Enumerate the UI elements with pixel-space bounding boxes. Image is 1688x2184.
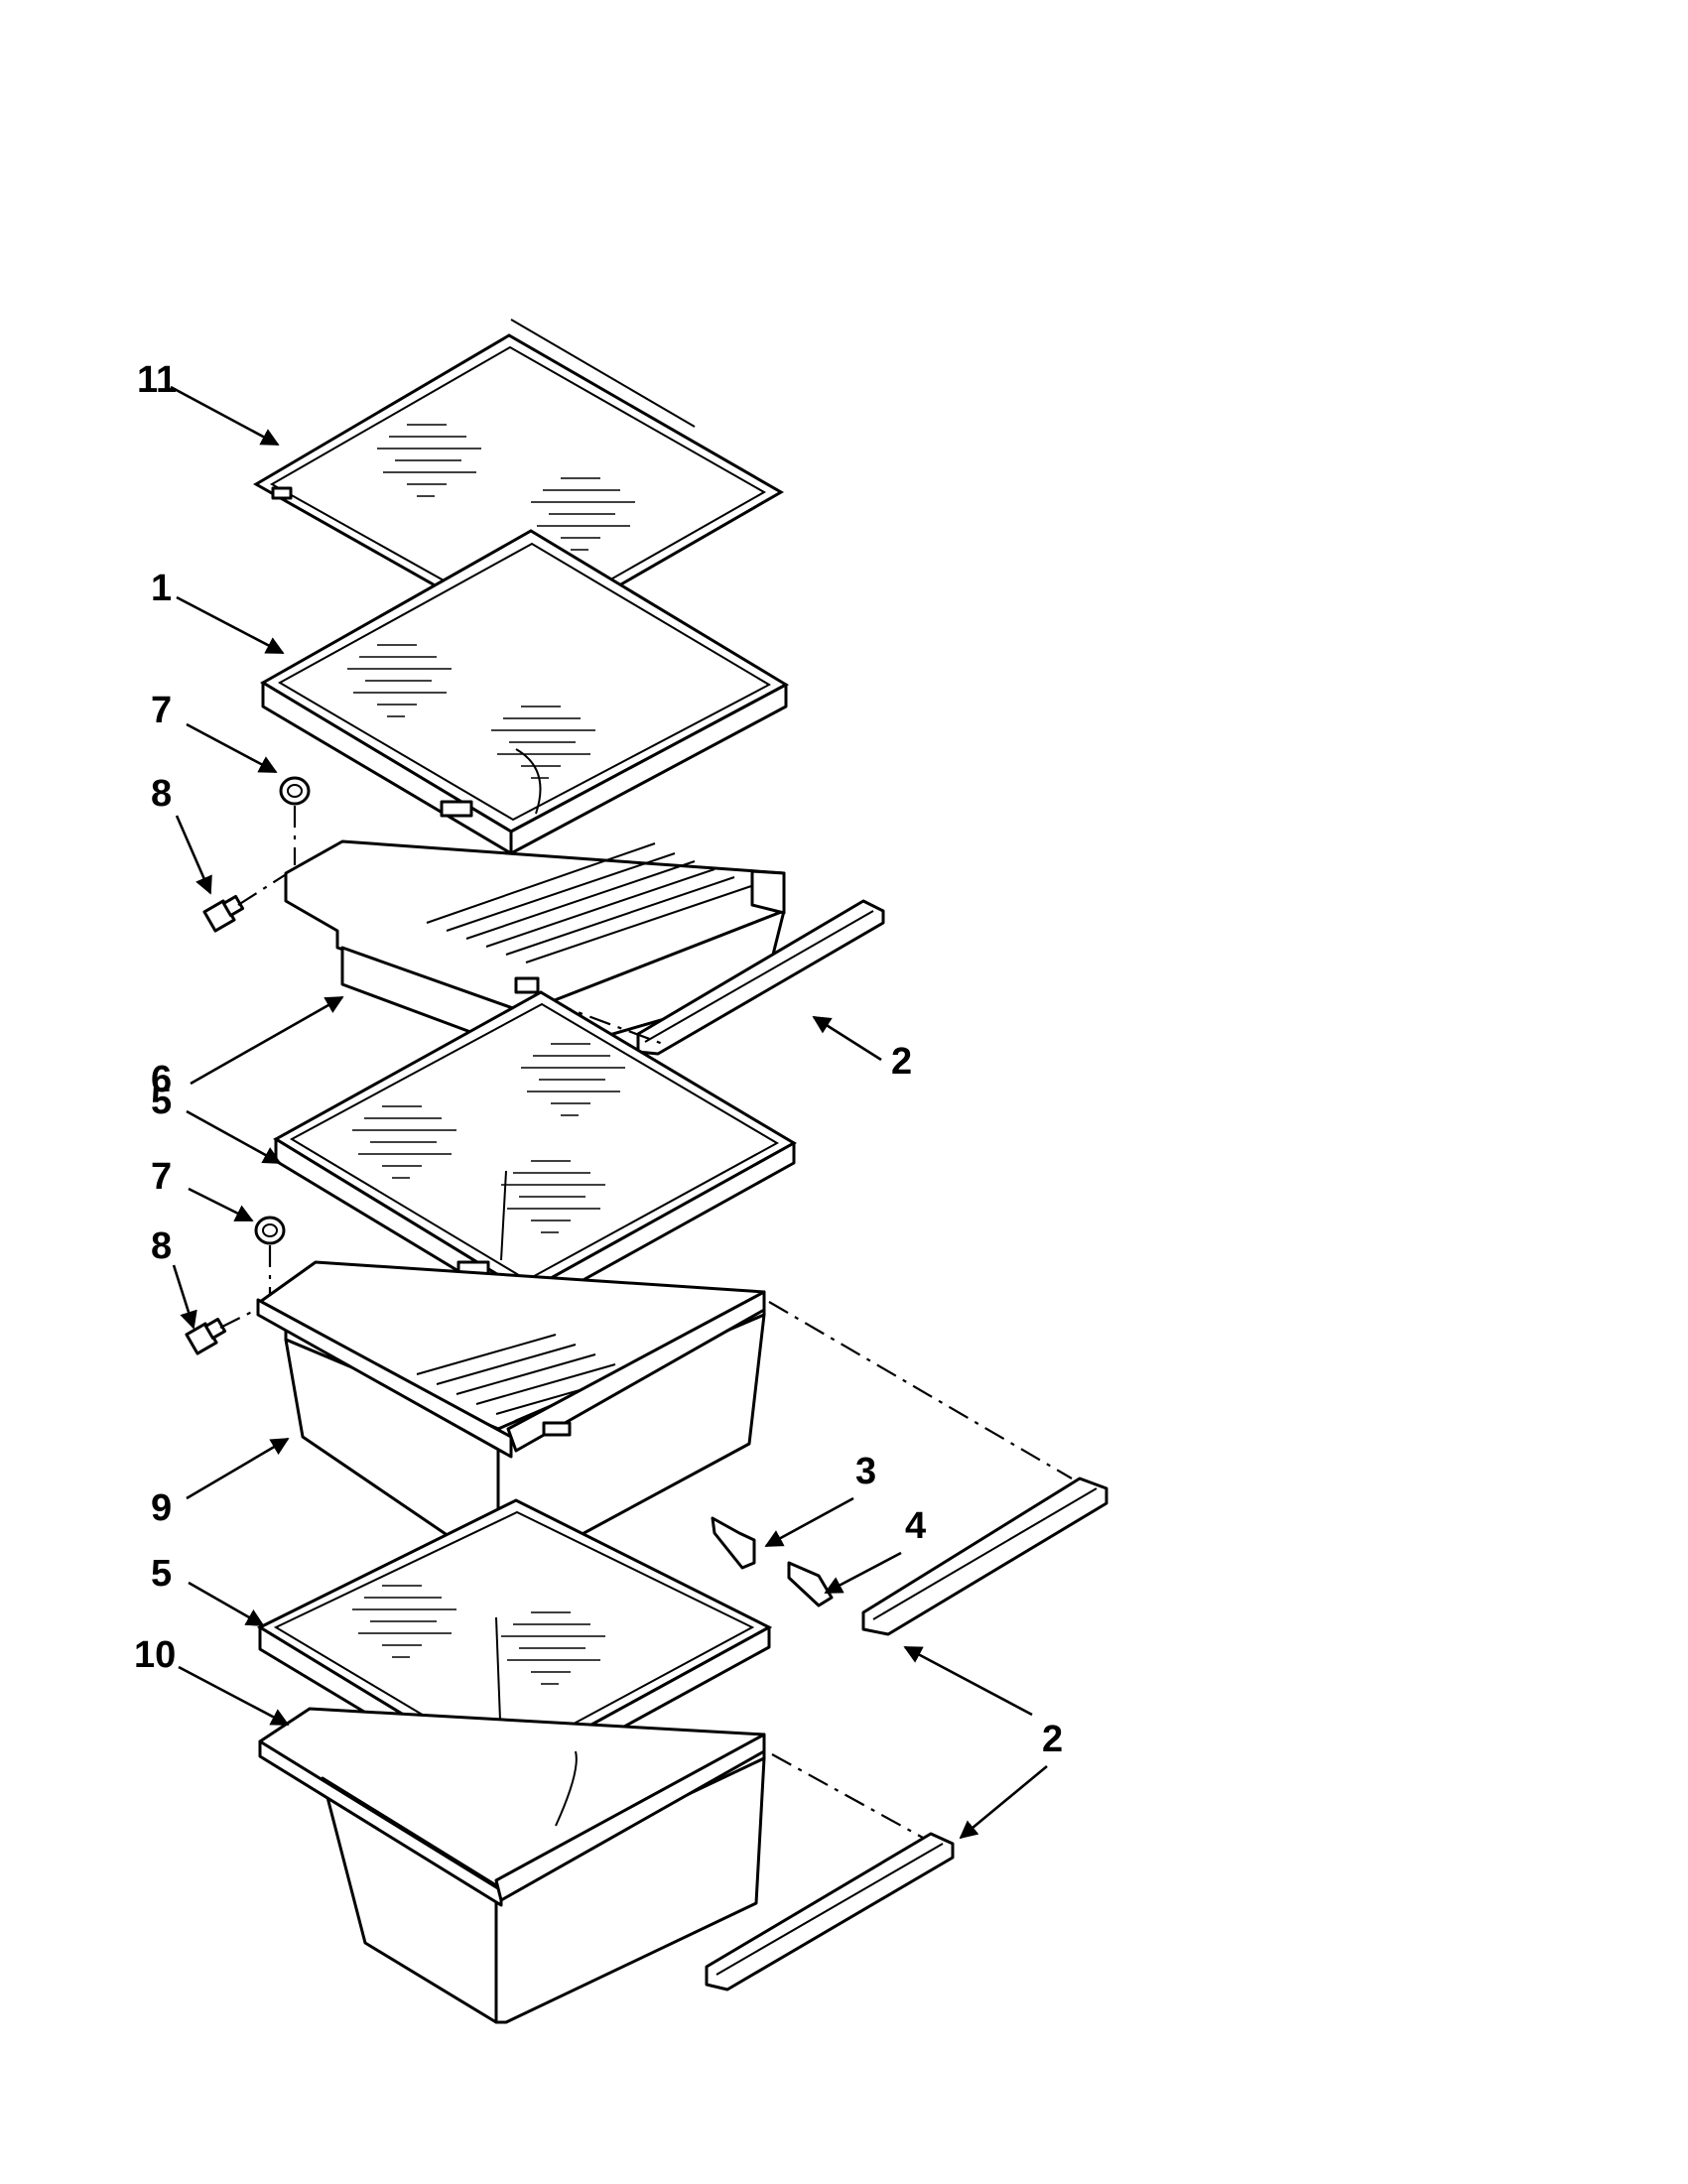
- callout-8-middle: 8: [151, 1225, 172, 1267]
- leader-lines: [170, 385, 1048, 1840]
- callout-7-middle: 7: [151, 1156, 172, 1198]
- callout-3: 3: [855, 1451, 876, 1492]
- callout-2-lower: 2: [1042, 1719, 1063, 1760]
- callout-5-lower: 5: [151, 1553, 172, 1595]
- drawer-rail-lower: [705, 1832, 955, 1991]
- callout-6: 6: [151, 1059, 172, 1100]
- callout-11: 11: [137, 359, 177, 401]
- callout-1: 1: [151, 568, 172, 609]
- callout-7-upper: 7: [151, 690, 172, 731]
- callout-5-upper: 5: [151, 1081, 172, 1122]
- bracket-part-3: [711, 1516, 756, 1570]
- callout-4: 4: [905, 1505, 926, 1547]
- crisper-drawer-upper: [284, 839, 786, 1054]
- crisper-drawer-lower: [258, 1707, 766, 2024]
- drawer-rail-right: [861, 1477, 1108, 1636]
- roller-upper: [279, 776, 311, 806]
- roller-middle: [254, 1216, 286, 1245]
- crisper-cover-upper: [260, 529, 790, 855]
- screw-upper: [202, 894, 245, 933]
- callout-8-upper: 8: [151, 773, 172, 815]
- crisper-cover-middle: [273, 990, 798, 1314]
- callout-2-upper: 2: [891, 1041, 912, 1083]
- callout-9: 9: [151, 1487, 172, 1529]
- crisper-drawer-middle: [256, 1260, 766, 1572]
- callout-labels: 11 1 7 8 6 5 2 7 8 9 3 4 5 10 2: [134, 359, 1063, 1760]
- callout-10: 10: [134, 1634, 176, 1676]
- bracket-part-4: [787, 1561, 834, 1607]
